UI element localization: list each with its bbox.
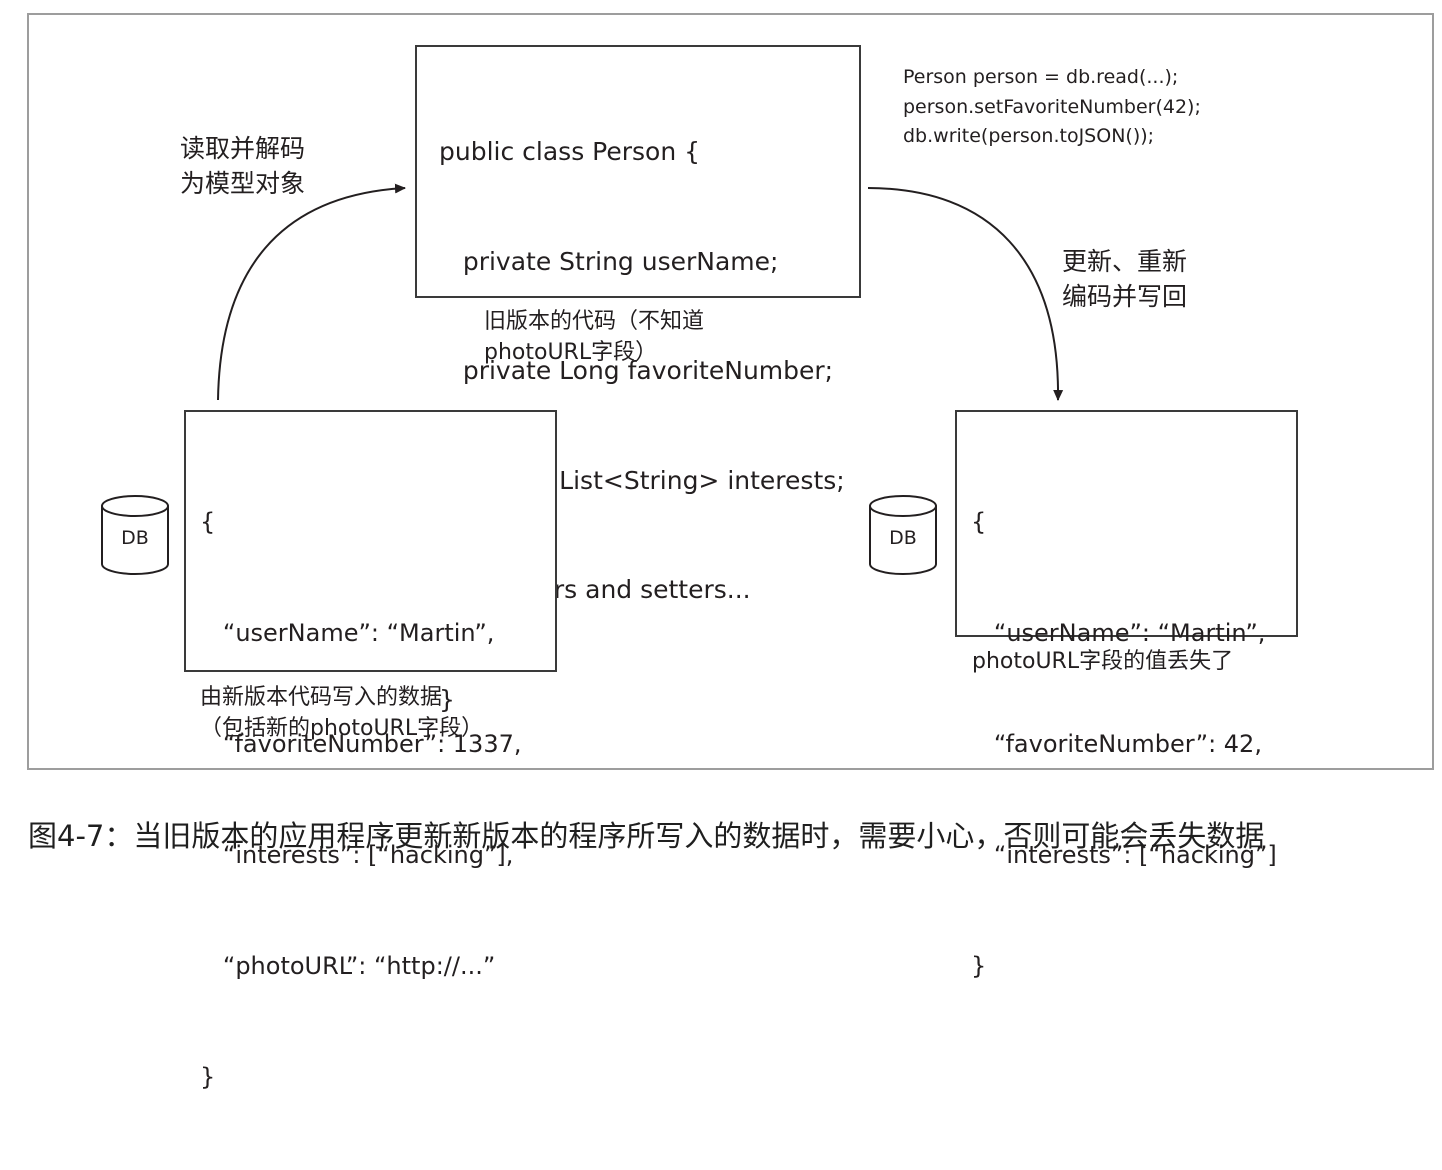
write-arrow xyxy=(867,187,1064,401)
json-line: “photoURL”: “http://...” xyxy=(200,952,496,980)
new-data-text: { “userName”: “Martin”, “favoriteNumber”… xyxy=(200,430,522,1170)
lost-data-caption: photoURL字段的值丢失了 xyxy=(972,646,1233,677)
new-data-box: { “userName”: “Martin”, “favoriteNumber”… xyxy=(184,410,557,1091)
label-line: 读取并解码 xyxy=(180,134,306,163)
label-line: 更新、重新 xyxy=(1062,247,1188,276)
code-line: private Long favoriteNumber; xyxy=(439,356,834,385)
json-line: “interests”: [“hacking”], xyxy=(200,841,514,869)
db-label: DB xyxy=(889,527,917,549)
json-line: } xyxy=(200,1063,216,1091)
old-code-box: public class Person { private String use… xyxy=(415,45,861,714)
update-write-label: 更新、重新 编码并写回 xyxy=(1062,244,1187,314)
db-right-icon: DB xyxy=(868,494,938,576)
read-arrow xyxy=(217,183,406,401)
snippet-line: person.setFavoriteNumber(42); xyxy=(903,95,1201,118)
caption-line: 由新版本代码写入的数据 xyxy=(200,685,443,710)
json-line: } xyxy=(971,952,987,980)
code-line: } xyxy=(439,684,455,714)
json-line: “userName”: “Martin”, xyxy=(200,619,495,647)
label-line: 为模型对象 xyxy=(180,169,306,198)
arrows-layer xyxy=(217,183,1064,401)
database-icon xyxy=(869,495,937,575)
label-line: 编码并写回 xyxy=(1062,282,1188,311)
code-line: private String userName; xyxy=(439,246,779,276)
json-line: { xyxy=(200,508,216,536)
code-line: public class Person { xyxy=(439,137,701,166)
caption-line: photoURL字段的值丢失了 xyxy=(972,649,1234,674)
snippet-line: Person person = db.read(...); xyxy=(903,66,1179,88)
lost-data-box: { “userName”: “Martin”, “favoriteNumber”… xyxy=(955,410,1298,980)
json-line: { xyxy=(971,508,987,536)
update-code-snippet: Person person = db.read(...); person.set… xyxy=(903,63,1201,152)
figure-frame xyxy=(27,13,1434,770)
lost-data-text: { “userName”: “Martin”, “favoriteNumber”… xyxy=(971,430,1277,1059)
json-line: “interests”: [“hacking”] xyxy=(971,841,1277,869)
snippet-line: db.write(person.toJSON()); xyxy=(903,125,1155,147)
json-line: “userName”: “Martin”, xyxy=(971,619,1266,647)
json-line: “favoriteNumber”: 1337, xyxy=(200,730,522,758)
old-code-caption: 旧版本的代码（不知道 photoURL字段） xyxy=(484,306,704,368)
caption-line: 旧版本的代码（不知道 xyxy=(484,309,705,334)
db-label: DB xyxy=(121,527,149,549)
caption-line: photoURL字段） xyxy=(484,340,658,365)
db-left-icon: DB xyxy=(100,494,170,576)
database-icon xyxy=(101,495,169,575)
old-code-text: public class Person { private String use… xyxy=(439,61,845,791)
json-line: “favoriteNumber”: 42, xyxy=(971,730,1262,758)
caption-line: （包括新的photoURL字段） xyxy=(200,716,484,741)
figure-caption: 图4-7：当旧版本的应用程序更新新版本的程序所写入的数据时，需要小心，否则可能会… xyxy=(28,819,1265,853)
read-decode-label: 读取并解码 为模型对象 xyxy=(180,131,305,201)
new-data-caption: 由新版本代码写入的数据 （包括新的photoURL字段） xyxy=(200,682,483,744)
